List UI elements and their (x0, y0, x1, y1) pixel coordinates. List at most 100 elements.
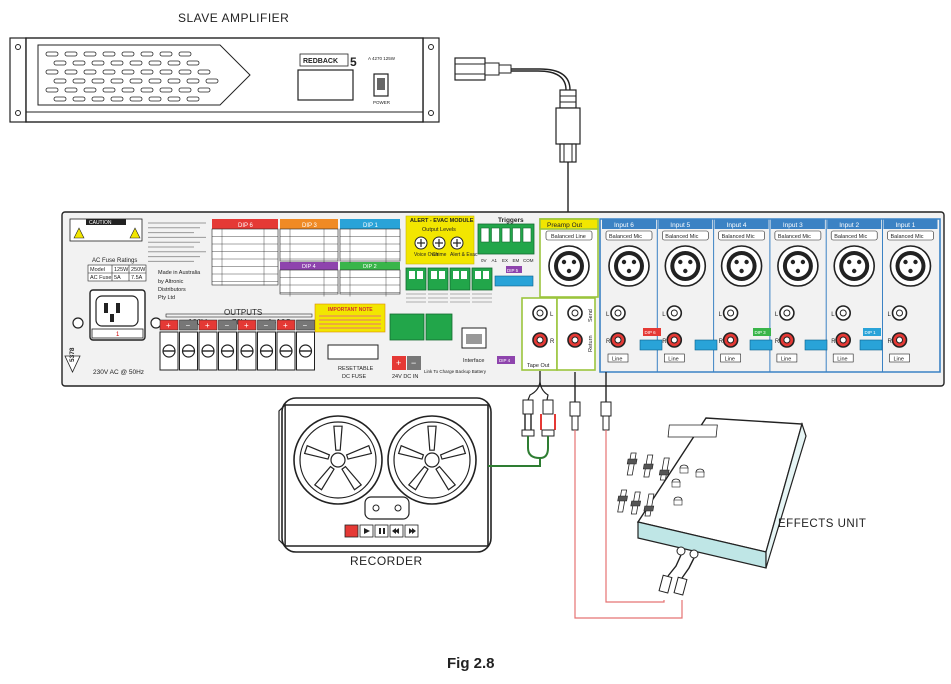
xlr-pin (800, 259, 806, 265)
reel-spoke (313, 465, 335, 491)
input-line-r-jack[interactable] (779, 332, 795, 348)
rca-inner (614, 336, 622, 344)
dip-small-header (643, 328, 661, 336)
effects-display (667, 424, 718, 438)
vent-slot (110, 96, 124, 102)
balanced-mic-box (661, 230, 709, 241)
tape-out-r-jack[interactable] (532, 332, 548, 348)
effects-fader-cap[interactable] (617, 495, 628, 502)
trigger-pin[interactable] (501, 227, 511, 243)
dip-small-title: DIP 1 (865, 330, 877, 335)
link-charge-label: Link To Charge Backup Battery (424, 369, 487, 374)
battery-link-terminal[interactable] (425, 313, 453, 341)
input-xlr-jack[interactable] (777, 245, 819, 287)
important-note-box (314, 303, 386, 333)
polarity-sign: − (225, 321, 230, 330)
effects-fader-cap[interactable] (630, 500, 642, 507)
terminal-polarity (218, 319, 237, 331)
return-jack[interactable] (567, 332, 583, 348)
trigger-pin[interactable] (491, 227, 500, 243)
made-by-label: by Altronic (158, 279, 184, 285)
input-line-l-jack[interactable] (835, 305, 852, 321)
input-line-l-jack[interactable] (779, 305, 795, 321)
input-header (883, 219, 938, 229)
effects-unit-label: EFFECTS UNIT (778, 518, 866, 530)
preamp-xlr-jack[interactable] (548, 245, 590, 287)
dip-switch[interactable] (859, 339, 883, 351)
input-line-r-jack[interactable] (835, 332, 852, 348)
xlr-pin (734, 259, 739, 265)
rca-inner (727, 336, 735, 344)
xlr-pin (631, 259, 637, 265)
dip5-switch[interactable] (494, 275, 534, 287)
terminal-polarity (179, 319, 198, 331)
fuse-cell: AC Fuse (90, 275, 111, 281)
rca-inner (783, 336, 791, 344)
effects-fader-cap[interactable] (658, 469, 670, 476)
channel-r-letter: R (831, 339, 836, 345)
caution-label: CAUTION (89, 220, 112, 226)
tape-out-l-jack[interactable] (532, 305, 548, 321)
vent-slot (110, 60, 124, 66)
send-jack[interactable] (567, 305, 583, 321)
input-line-r-jack[interactable] (666, 332, 683, 348)
input-line-l-jack[interactable] (666, 305, 683, 321)
effects-output-jack[interactable] (689, 549, 699, 559)
resettable-label: RESETTABLE (338, 366, 374, 372)
input-line-r-jack[interactable] (610, 332, 626, 348)
trigger-pin[interactable] (480, 227, 490, 243)
preamp-out-title: Preamp Out (547, 222, 582, 229)
dip-switch[interactable] (639, 339, 663, 351)
dc-input-terminal[interactable]: + − (389, 313, 425, 370)
rca-inner (670, 309, 678, 317)
vent-slot (129, 78, 143, 84)
effects-fader-cap[interactable] (626, 458, 638, 465)
speaker-output-terminals[interactable]: +−+−+−+− (159, 319, 315, 371)
input-line-l-jack[interactable] (891, 305, 908, 321)
vent-slot (64, 87, 78, 93)
effects-fader-cap[interactable] (642, 463, 654, 470)
xlr-pin (683, 268, 688, 274)
input-xlr-jack[interactable] (889, 245, 932, 287)
pause-button[interactable] (374, 524, 389, 538)
dip-switch[interactable] (804, 339, 828, 351)
xlr-pin (852, 268, 857, 274)
balanced-mic-label: Balanced Mic (609, 234, 642, 240)
reel-spoke (345, 444, 373, 460)
input-xlr-jack[interactable] (664, 245, 707, 287)
input-line-l-jack[interactable] (722, 305, 739, 321)
input-xlr-jack[interactable] (720, 245, 763, 287)
tape-out-r-letter: R (550, 339, 555, 345)
effects-fader-cap[interactable] (643, 505, 655, 512)
vent-slot (148, 60, 162, 66)
preamp-balanced-line: Balanced Line (551, 234, 586, 240)
terminal-slot (417, 271, 423, 279)
trigger-pin[interactable] (512, 227, 521, 243)
line-label: Line (725, 357, 735, 363)
rca-inner (670, 336, 678, 344)
iec-ac-inlet[interactable]: 1 (89, 289, 146, 341)
trigger-pin[interactable] (522, 227, 532, 243)
tape-reel (293, 415, 383, 505)
terminal-slot (409, 271, 415, 279)
record-button[interactable] (344, 524, 359, 538)
vent-slot (53, 96, 67, 102)
dip-switch[interactable] (694, 339, 718, 351)
balanced-mic-box (887, 230, 934, 241)
xlr-pin (626, 268, 632, 274)
effects-input-jack[interactable] (676, 546, 686, 556)
output-levels-label: Output Levels (422, 227, 456, 233)
input-line-r-jack[interactable] (891, 332, 908, 348)
dip-switch[interactable] (749, 339, 773, 351)
line-label-box (720, 353, 741, 363)
input-title: Input 4 (727, 222, 747, 229)
vent-slot (140, 69, 154, 75)
input-line-r-jack[interactable] (722, 332, 739, 348)
input-xlr-jack[interactable] (833, 245, 876, 287)
input-line-l-jack[interactable] (610, 305, 626, 321)
input-xlr-jack[interactable] (608, 245, 650, 287)
resettable-fuse[interactable] (327, 344, 379, 360)
trigger-pin-label: EX (502, 258, 508, 263)
dip3-title: DIP 3 (302, 223, 318, 229)
